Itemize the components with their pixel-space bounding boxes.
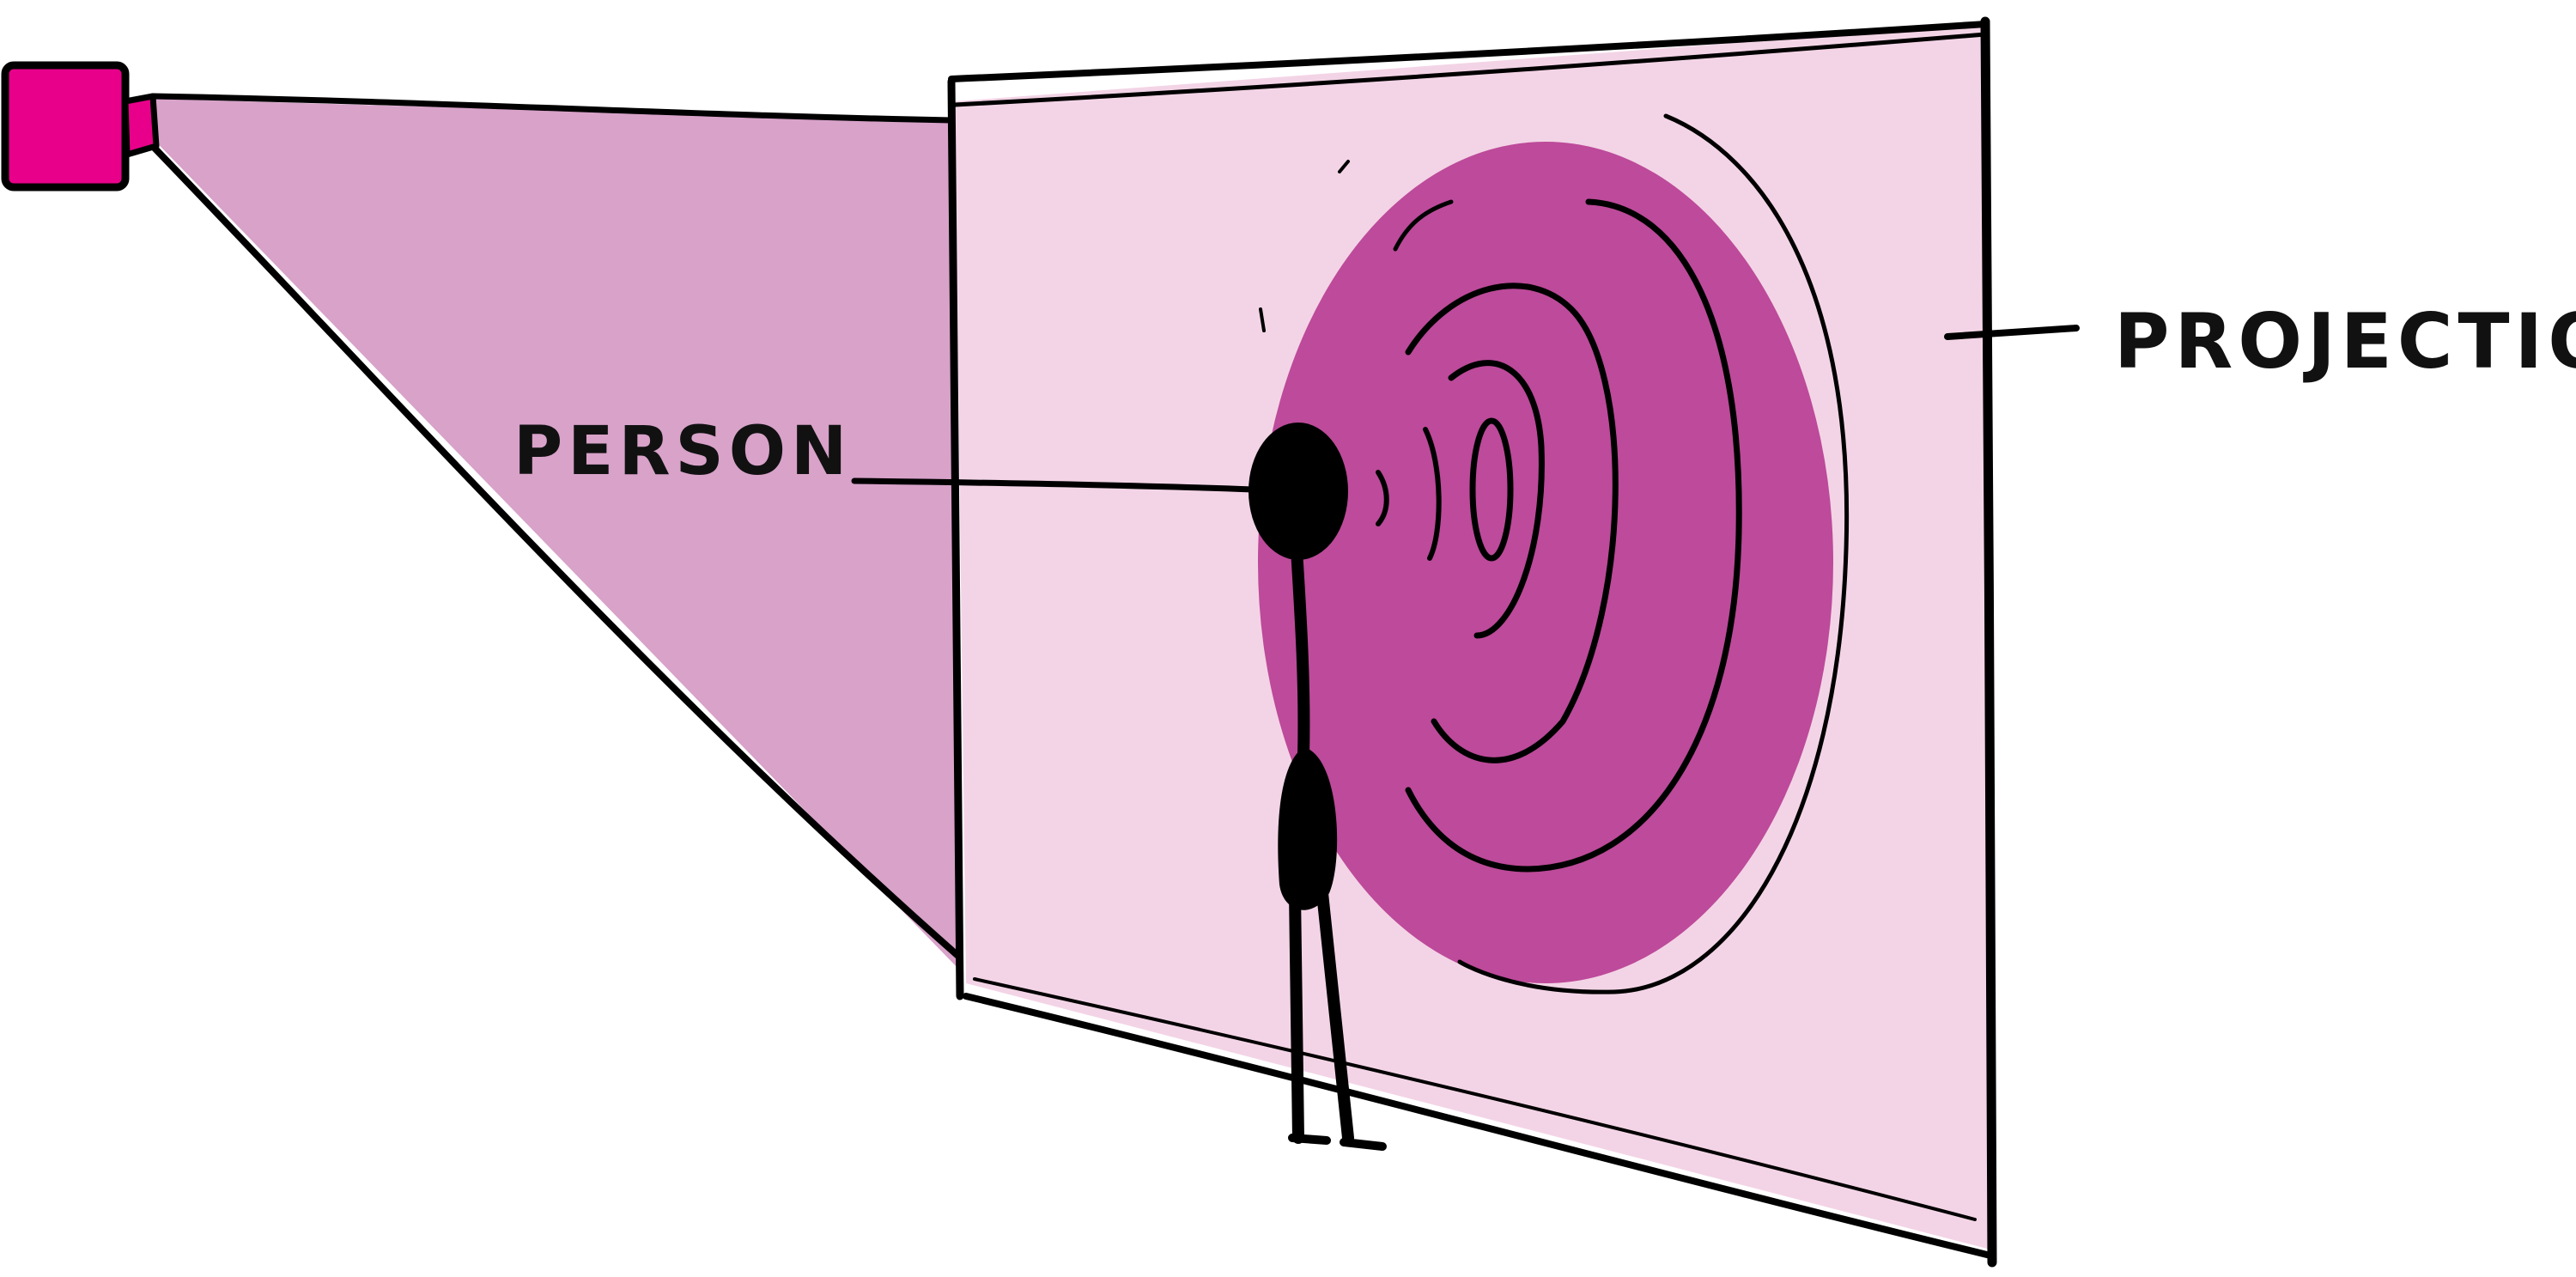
projector-icon bbox=[1, 61, 160, 192]
person-callout: PERSON bbox=[513, 413, 1257, 493]
projection-label: PROJECTION bbox=[2114, 297, 2576, 386]
person-figure bbox=[1249, 423, 1387, 1151]
projection-callout: PROJECTION bbox=[1944, 297, 2576, 386]
projected-pattern bbox=[1258, 113, 1850, 994]
person-label: PERSON bbox=[513, 413, 852, 490]
light-beam bbox=[141, 93, 963, 972]
